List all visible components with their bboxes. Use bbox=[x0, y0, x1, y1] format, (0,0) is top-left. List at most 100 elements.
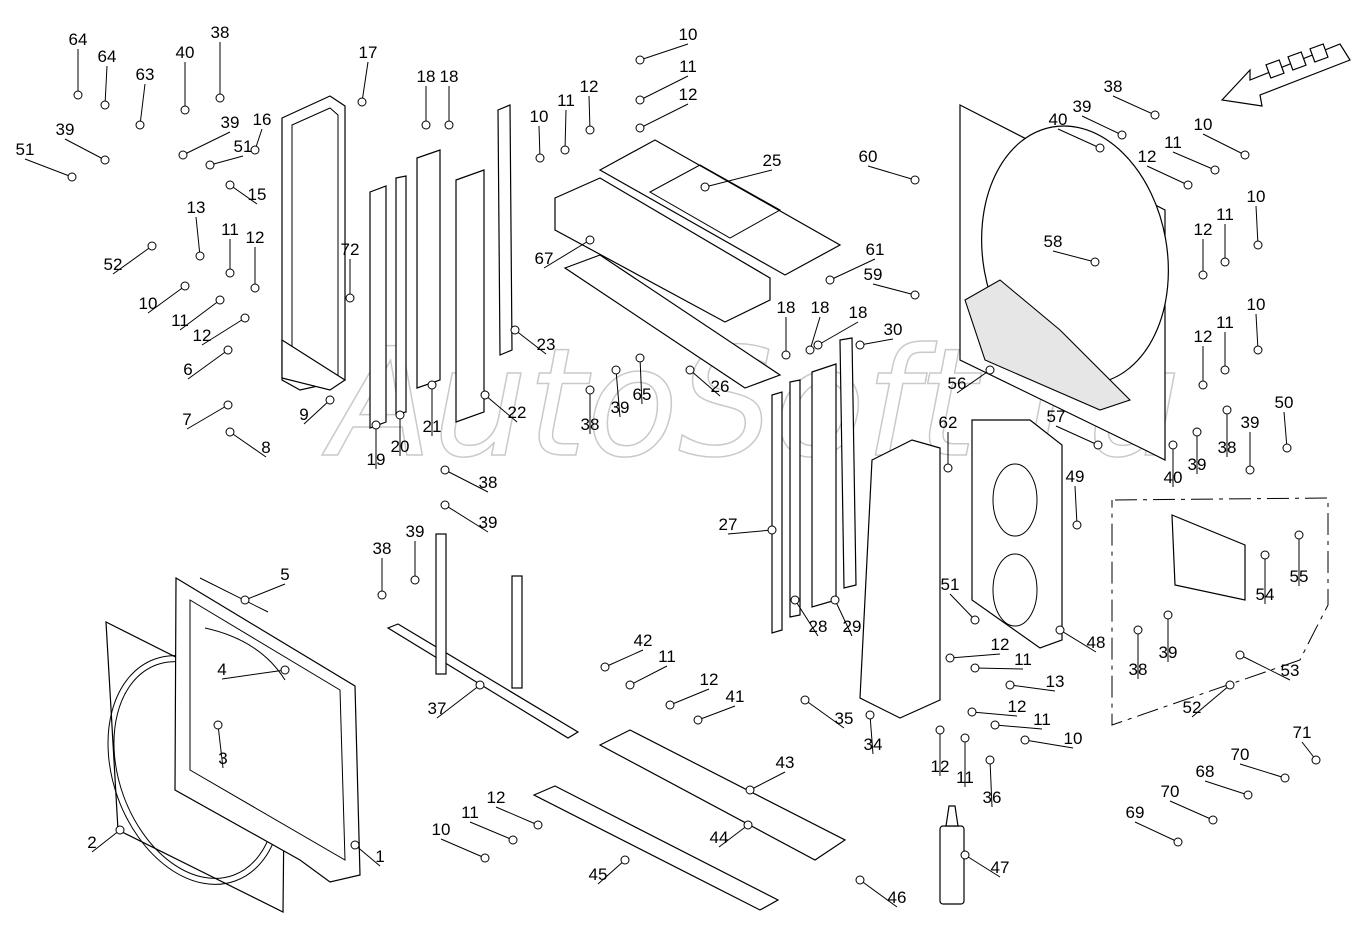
leader-line bbox=[1057, 128, 1101, 149]
fastener-part bbox=[1055, 625, 1065, 635]
fastener-part bbox=[73, 90, 83, 100]
leader-line bbox=[543, 239, 591, 269]
leader-line bbox=[244, 583, 286, 601]
fastener-part bbox=[967, 707, 977, 717]
fastener-part bbox=[250, 145, 260, 155]
fastener-part bbox=[855, 340, 865, 350]
callout-label: 15 bbox=[248, 185, 267, 204]
leader-line bbox=[444, 469, 489, 493]
leader-line bbox=[1169, 800, 1214, 821]
callout-label: 12 bbox=[931, 757, 950, 776]
leader-line bbox=[588, 95, 591, 131]
callout-label: 13 bbox=[187, 198, 206, 217]
fastener-part bbox=[960, 850, 970, 860]
leader-line bbox=[971, 711, 1018, 717]
fastener-part bbox=[635, 123, 645, 133]
fastener-part bbox=[790, 595, 800, 605]
leader-line bbox=[949, 653, 1001, 659]
leader-line bbox=[817, 321, 859, 346]
fastener-part bbox=[1253, 345, 1263, 355]
callout-label: 51 bbox=[234, 137, 253, 156]
leader-line bbox=[989, 759, 993, 808]
callout-label: 57 bbox=[1047, 407, 1066, 426]
fastener-part bbox=[225, 180, 235, 190]
leader-line bbox=[1239, 763, 1286, 779]
callout-label: 46 bbox=[888, 888, 907, 907]
callout-label: 19 bbox=[367, 450, 386, 469]
leader-line bbox=[1112, 95, 1156, 116]
callout-label: 39 bbox=[1073, 97, 1092, 116]
fastener-part bbox=[325, 395, 335, 405]
callout-label: 50 bbox=[1275, 393, 1294, 412]
leader-line bbox=[179, 299, 221, 331]
leader-line bbox=[444, 504, 489, 533]
callout-label: 10 bbox=[139, 294, 158, 313]
fastener-part bbox=[585, 125, 595, 135]
leader-line bbox=[872, 283, 916, 296]
fastener-part bbox=[180, 105, 190, 115]
fastener-part bbox=[100, 155, 110, 165]
leader-line bbox=[104, 65, 108, 106]
callout-label: 17 bbox=[359, 43, 378, 62]
fastener-part bbox=[395, 410, 405, 420]
callout-label: 12 bbox=[580, 77, 599, 96]
fastener-part bbox=[635, 55, 645, 65]
part-53-kit-box bbox=[1111, 497, 1329, 726]
fastener-part bbox=[600, 662, 610, 672]
fastener-part bbox=[250, 283, 260, 293]
leader-line bbox=[354, 844, 381, 867]
fastener-part bbox=[1253, 240, 1263, 250]
callout-label: 53 bbox=[1281, 661, 1300, 680]
callout-label: 39 bbox=[611, 398, 630, 417]
leader-line bbox=[147, 285, 186, 314]
fastener-part bbox=[693, 715, 703, 725]
callout-label: 11 bbox=[658, 647, 676, 666]
callout-label: 36 bbox=[983, 788, 1002, 807]
part-1-frame bbox=[174, 576, 361, 883]
callout-label: 11 bbox=[171, 311, 189, 330]
callout-label: 5 bbox=[280, 565, 289, 584]
fastener-part bbox=[620, 855, 630, 865]
callout-label: 49 bbox=[1066, 467, 1085, 486]
callout-label: 59 bbox=[864, 265, 883, 284]
callout-label: 45 bbox=[589, 865, 608, 884]
fastener-part bbox=[225, 427, 235, 437]
callout-label: 39 bbox=[406, 522, 425, 541]
fastener-part bbox=[865, 710, 875, 720]
part-48-plate bbox=[971, 419, 1063, 649]
callout-label: 30 bbox=[884, 320, 903, 339]
callout-label: 13 bbox=[1046, 672, 1065, 691]
leader-line bbox=[867, 165, 916, 181]
fastener-part bbox=[1117, 130, 1127, 140]
parts-19-23-strips bbox=[369, 104, 513, 429]
callout-label: 64 bbox=[69, 30, 88, 49]
fastener-part bbox=[985, 755, 995, 765]
callout-label: 38 bbox=[1129, 660, 1148, 679]
leader-line bbox=[1191, 684, 1231, 718]
direction-arrow bbox=[1220, 43, 1351, 107]
leader-line bbox=[195, 216, 201, 257]
leader-line bbox=[495, 806, 539, 826]
fastener-part bbox=[990, 720, 1000, 730]
leader-line bbox=[217, 724, 224, 769]
fastener-part bbox=[195, 251, 205, 261]
callout-label: 52 bbox=[104, 255, 123, 274]
fastener-part bbox=[421, 120, 431, 130]
callout-label: 26 bbox=[711, 377, 730, 396]
callout-label: 16 bbox=[253, 110, 272, 129]
callout-label: 11 bbox=[557, 91, 575, 110]
fastener-part bbox=[1235, 650, 1245, 660]
leader-line bbox=[91, 829, 121, 853]
leader-line bbox=[1052, 250, 1096, 263]
callout-label: 38 bbox=[373, 539, 392, 558]
fastener-part bbox=[1090, 257, 1100, 267]
callout-label: 11 bbox=[679, 57, 697, 76]
callout-label: 68 bbox=[1196, 762, 1215, 781]
fastener-part bbox=[1294, 530, 1304, 540]
callout-label: 12 bbox=[1194, 220, 1213, 239]
callout-label: 11 bbox=[221, 220, 239, 239]
callout-label: 58 bbox=[1044, 232, 1063, 251]
fastener-part bbox=[215, 295, 225, 305]
fastener-part bbox=[440, 465, 450, 475]
fastener-part bbox=[1260, 550, 1270, 560]
